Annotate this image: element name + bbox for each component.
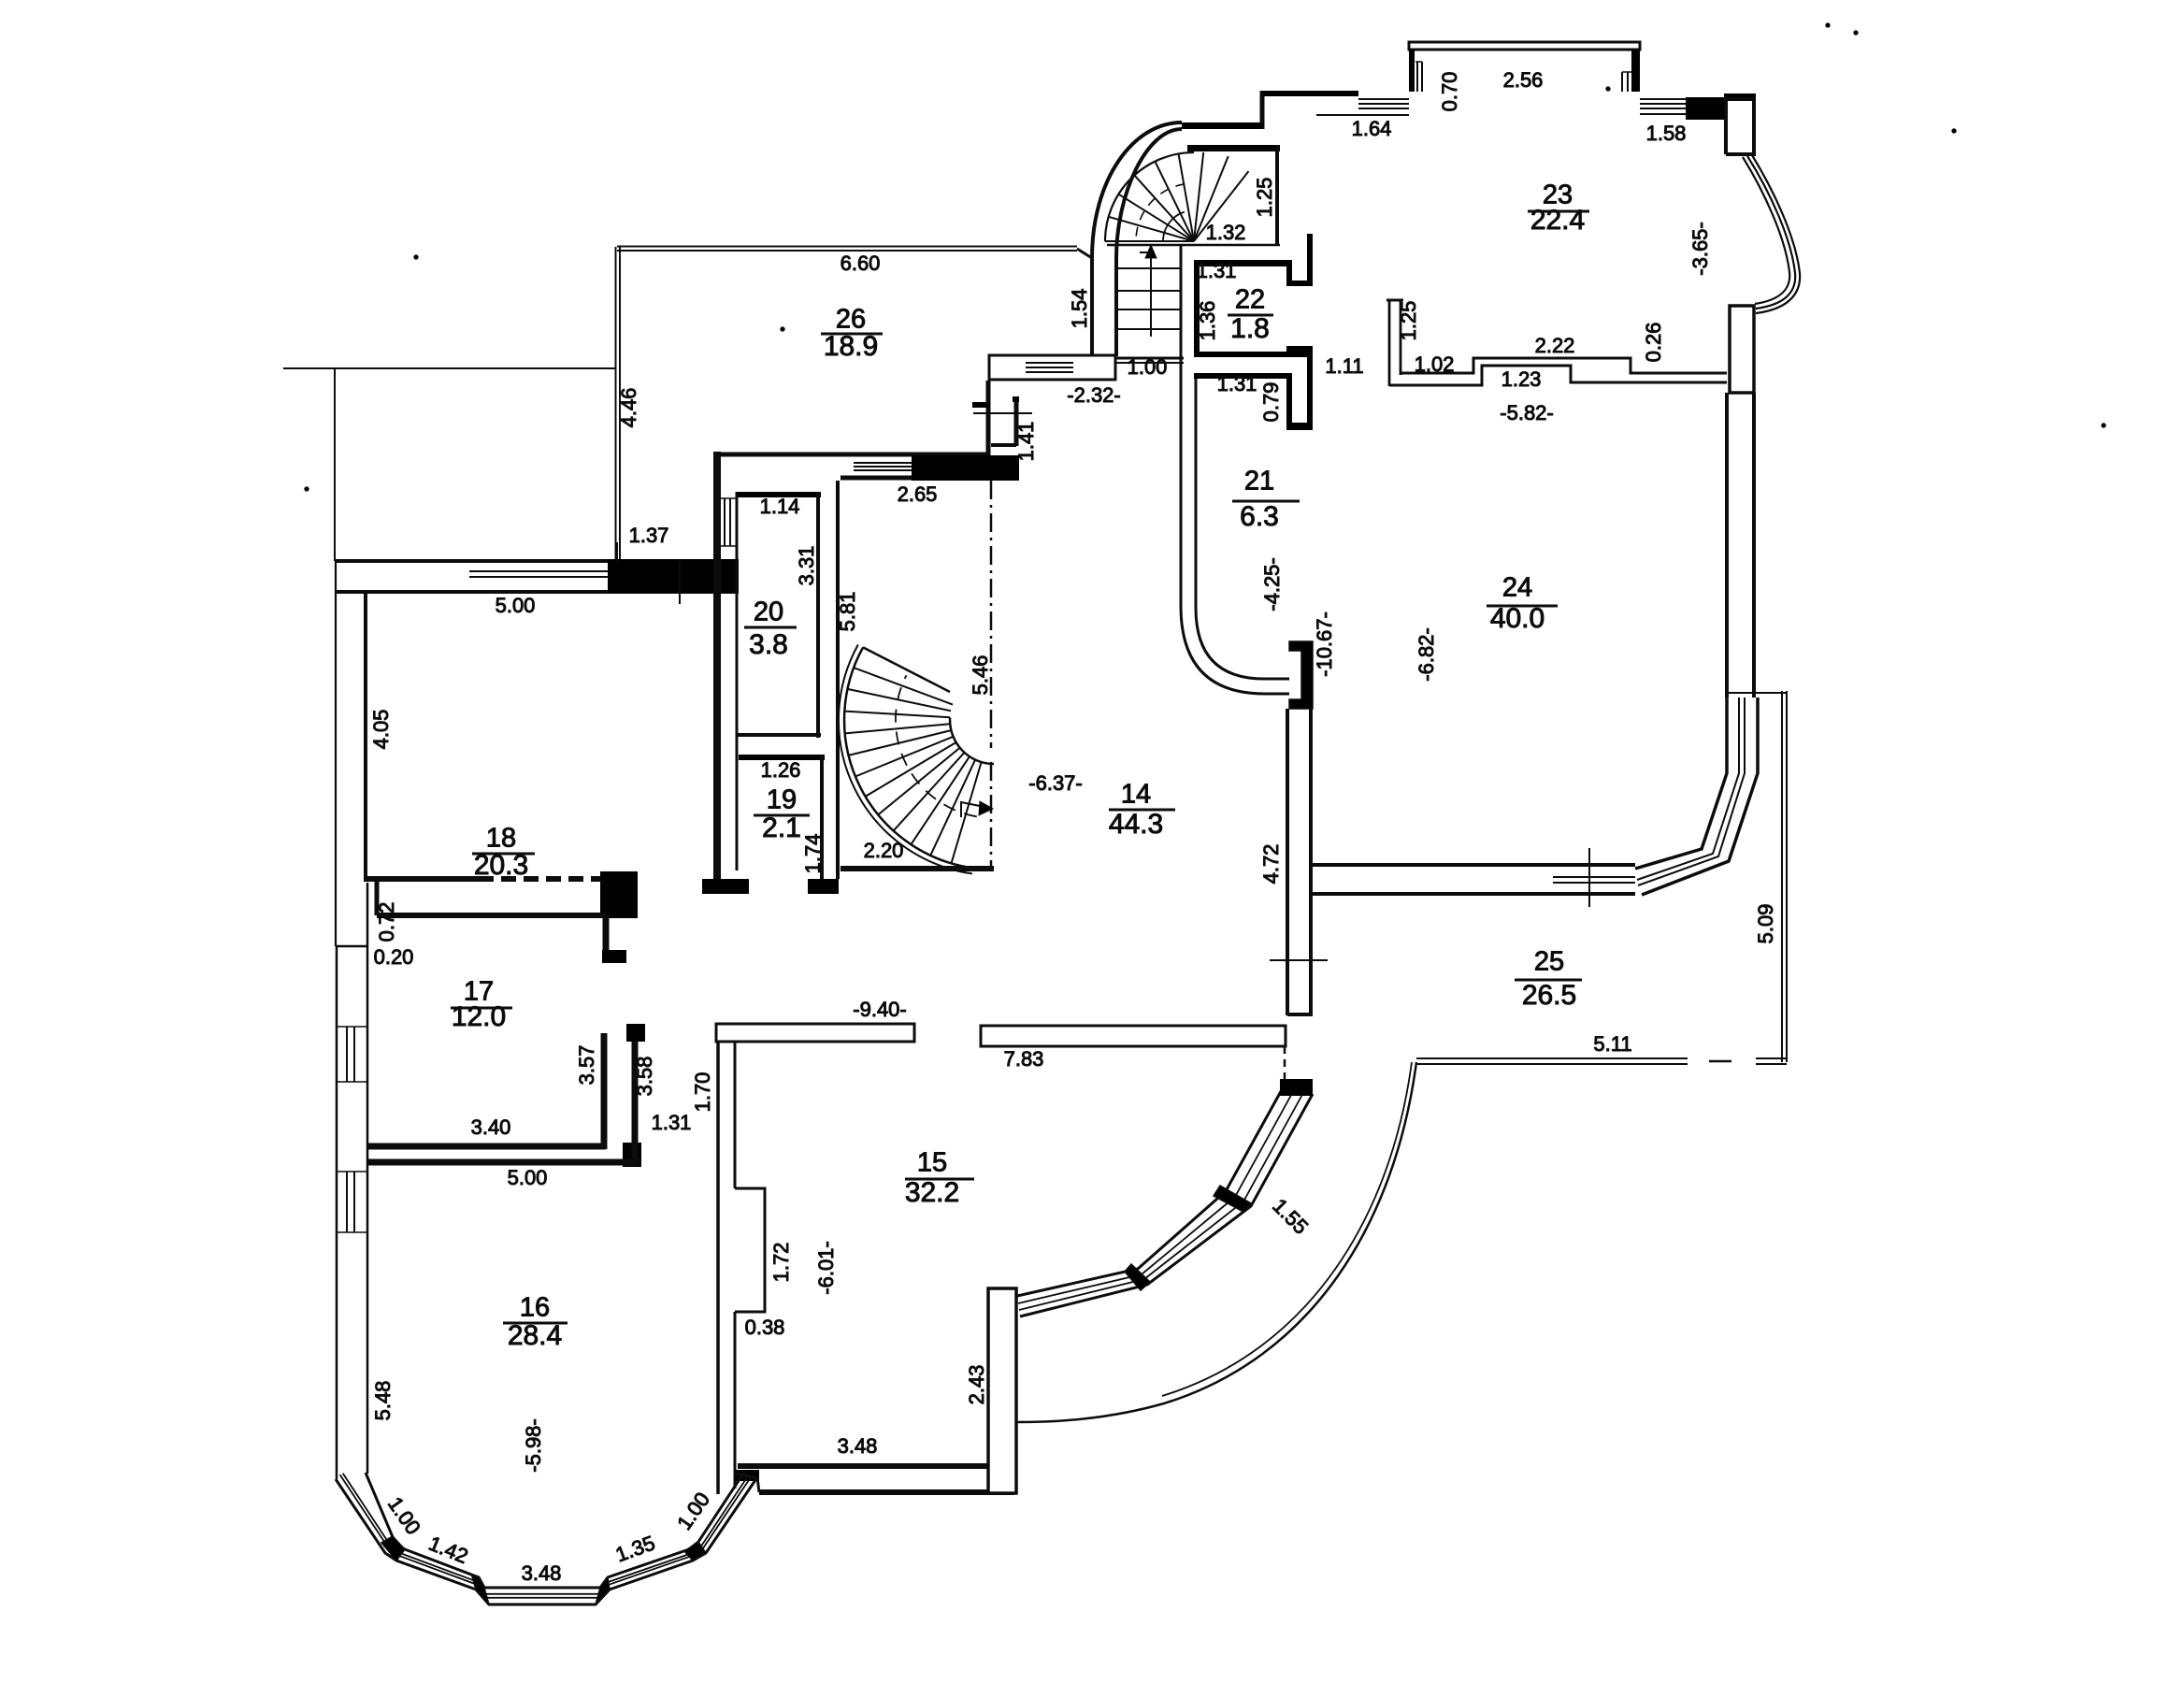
svg-text:23: 23: [1543, 180, 1573, 210]
svg-text:26: 26: [836, 305, 866, 335]
svg-text:32.2: 32.2: [905, 1177, 959, 1208]
svg-text:1.8: 1.8: [1230, 313, 1270, 344]
svg-text:1.25: 1.25: [1397, 301, 1420, 341]
svg-text:28.4: 28.4: [508, 1320, 562, 1351]
svg-text:6.3: 6.3: [1240, 501, 1279, 532]
svg-text:22: 22: [1235, 285, 1265, 315]
svg-text:-6.01-: -6.01-: [814, 1241, 838, 1294]
svg-text:4.05: 4.05: [369, 710, 393, 750]
svg-text:0.70: 0.70: [1438, 72, 1461, 112]
svg-text:2.22: 2.22: [1535, 334, 1575, 357]
svg-text:-9.40-: -9.40-: [853, 998, 906, 1021]
svg-text:1.31: 1.31: [652, 1111, 692, 1134]
svg-text:1.54: 1.54: [1068, 289, 1091, 329]
svg-text:1.25: 1.25: [1253, 178, 1276, 218]
svg-text:4.46: 4.46: [617, 388, 640, 428]
svg-text:1.26: 1.26: [761, 758, 801, 782]
svg-text:1.00: 1.00: [1128, 355, 1168, 379]
svg-text:6.60: 6.60: [841, 252, 881, 275]
svg-text:2.20: 2.20: [864, 839, 904, 862]
svg-text:1.37: 1.37: [629, 524, 669, 547]
svg-text:20.3: 20.3: [474, 850, 528, 881]
svg-text:12.0: 12.0: [452, 1001, 506, 1032]
svg-text:22.4: 22.4: [1530, 205, 1585, 236]
svg-text:3.40: 3.40: [471, 1115, 511, 1139]
svg-text:-6.37-: -6.37-: [1028, 771, 1082, 795]
svg-text:0.26: 0.26: [1642, 323, 1665, 363]
svg-text:3.57: 3.57: [575, 1045, 598, 1086]
svg-text:16: 16: [520, 1293, 550, 1323]
svg-text:1.41: 1.41: [1014, 422, 1038, 462]
svg-text:21: 21: [1244, 467, 1274, 496]
svg-text:4.72: 4.72: [1259, 844, 1283, 885]
svg-text:40.0: 40.0: [1490, 603, 1545, 634]
svg-text:2.56: 2.56: [1503, 68, 1544, 92]
svg-text:1.32: 1.32: [1206, 221, 1246, 244]
svg-text:5.00: 5.00: [496, 594, 536, 617]
svg-text:5.09: 5.09: [1754, 904, 1777, 944]
svg-text:2.65: 2.65: [898, 482, 938, 506]
svg-text:5.48: 5.48: [371, 1381, 395, 1421]
svg-text:-2.32-: -2.32-: [1067, 383, 1120, 407]
svg-text:5.00: 5.00: [508, 1166, 548, 1189]
svg-text:1.14: 1.14: [760, 495, 800, 518]
svg-text:20: 20: [754, 597, 783, 627]
svg-text:7.83: 7.83: [1004, 1047, 1044, 1071]
svg-text:1.70: 1.70: [691, 1072, 714, 1113]
svg-text:15: 15: [917, 1148, 947, 1178]
svg-text:25: 25: [1534, 947, 1564, 977]
svg-text:-4.25-: -4.25-: [1260, 557, 1284, 611]
svg-text:3.48: 3.48: [522, 1561, 562, 1585]
svg-text:-3.65-: -3.65-: [1688, 222, 1712, 275]
svg-text:0.20: 0.20: [374, 945, 414, 969]
svg-text:1.23: 1.23: [1502, 367, 1542, 391]
svg-text:2.1: 2.1: [762, 813, 801, 843]
svg-text:0.72: 0.72: [375, 902, 398, 942]
svg-text:44.3: 44.3: [1109, 809, 1163, 840]
svg-text:26.5: 26.5: [1522, 980, 1576, 1011]
svg-text:5.11: 5.11: [1593, 1032, 1631, 1056]
svg-text:-5.82-: -5.82-: [1500, 401, 1553, 424]
svg-text:1.72: 1.72: [769, 1243, 793, 1283]
svg-text:14: 14: [1121, 780, 1151, 810]
svg-text:1.11: 1.11: [1325, 354, 1363, 378]
svg-text:0.79: 0.79: [1259, 382, 1283, 423]
svg-text:1.02: 1.02: [1415, 352, 1455, 376]
svg-text:5.46: 5.46: [969, 655, 992, 696]
svg-text:1.31: 1.31: [1197, 259, 1237, 282]
svg-text:3.8: 3.8: [749, 629, 788, 660]
svg-text:3.48: 3.48: [838, 1434, 878, 1458]
svg-text:1.74: 1.74: [801, 834, 825, 874]
svg-text:1.31: 1.31: [1217, 372, 1257, 396]
svg-text:-10.67-: -10.67-: [1313, 611, 1336, 677]
svg-text:17: 17: [464, 977, 494, 1007]
svg-text:1.36: 1.36: [1196, 301, 1219, 341]
svg-text:18: 18: [486, 824, 516, 854]
svg-text:1.64: 1.64: [1352, 117, 1392, 140]
svg-text:5.81: 5.81: [836, 592, 859, 632]
svg-text:2.43: 2.43: [965, 1365, 988, 1405]
svg-text:3.31: 3.31: [795, 546, 818, 586]
svg-text:0.38: 0.38: [745, 1316, 785, 1339]
svg-text:19: 19: [767, 785, 797, 815]
svg-text:24: 24: [1502, 573, 1532, 603]
svg-text:18.9: 18.9: [824, 331, 878, 362]
svg-text:-6.82-: -6.82-: [1415, 627, 1438, 681]
svg-text:3.58: 3.58: [633, 1057, 656, 1097]
svg-text:-5.98-: -5.98-: [522, 1418, 545, 1472]
svg-text:1.58: 1.58: [1646, 122, 1687, 145]
